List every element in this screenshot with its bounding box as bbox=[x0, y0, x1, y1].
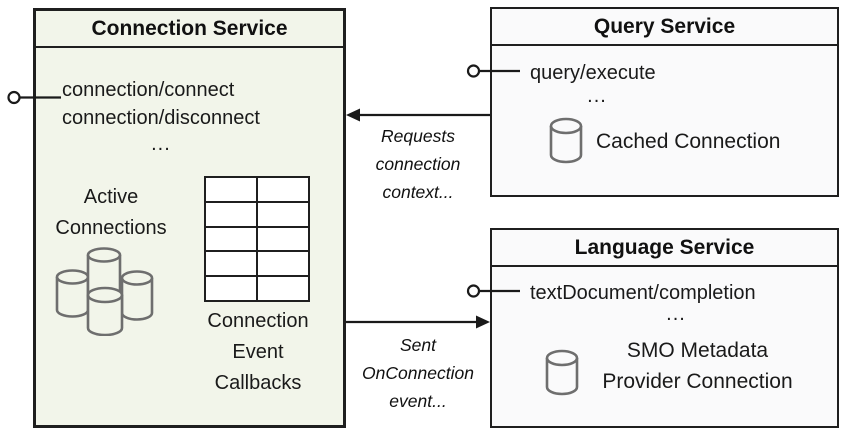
sent-arrowhead-icon bbox=[476, 315, 490, 329]
query-lollipop-icon bbox=[466, 64, 481, 78]
cached-connection-label: Cached Connection bbox=[596, 130, 781, 153]
connection-service-title: Connection Service bbox=[36, 11, 343, 48]
table-cell bbox=[258, 252, 308, 276]
table-cell bbox=[206, 202, 256, 226]
query-methods-ellipsis: ... bbox=[587, 85, 607, 107]
table-cell bbox=[258, 277, 308, 300]
connection-event-callbacks-label: Connection Event Callbacks bbox=[207, 310, 309, 394]
sent-onconnection-event-label: Sent OnConnection event... bbox=[362, 335, 474, 411]
connection-lollipop-icon bbox=[7, 90, 21, 105]
database-icon bbox=[545, 349, 579, 396]
table-cell bbox=[258, 178, 308, 201]
table-cell bbox=[206, 227, 256, 251]
table-cell bbox=[206, 252, 256, 276]
database-cluster-icon bbox=[55, 247, 154, 336]
database-icon bbox=[549, 117, 583, 164]
table-cell bbox=[206, 277, 256, 300]
connection-methods: connection/connect connection/disconnect… bbox=[62, 76, 260, 156]
language-service-title: Language Service bbox=[492, 230, 837, 267]
table-cell bbox=[206, 178, 256, 201]
table-cell bbox=[258, 202, 308, 226]
table-cell bbox=[258, 227, 308, 251]
method-connection-disconnect: connection/disconnect bbox=[62, 107, 260, 129]
language-methods-ellipsis: ... bbox=[666, 303, 686, 325]
method-query-execute: query/execute bbox=[530, 62, 656, 84]
method-connection-connect: connection/connect bbox=[62, 79, 235, 101]
language-service-box: Language Service bbox=[490, 228, 839, 428]
callback-table-icon bbox=[204, 176, 310, 302]
smo-metadata-provider-label: SMO Metadata Provider Connection bbox=[602, 339, 793, 393]
requests-connection-context-label: Requests connection context... bbox=[375, 126, 461, 202]
active-connections-label: Active Connections bbox=[55, 186, 167, 239]
requests-arrowhead-icon bbox=[346, 108, 360, 122]
method-textdocument-completion: textDocument/completion bbox=[530, 282, 756, 304]
connection-methods-ellipsis: ... bbox=[151, 133, 171, 155]
query-service-title: Query Service bbox=[492, 9, 837, 46]
query-service-box: Query Service bbox=[490, 7, 839, 197]
language-lollipop-icon bbox=[466, 284, 481, 298]
